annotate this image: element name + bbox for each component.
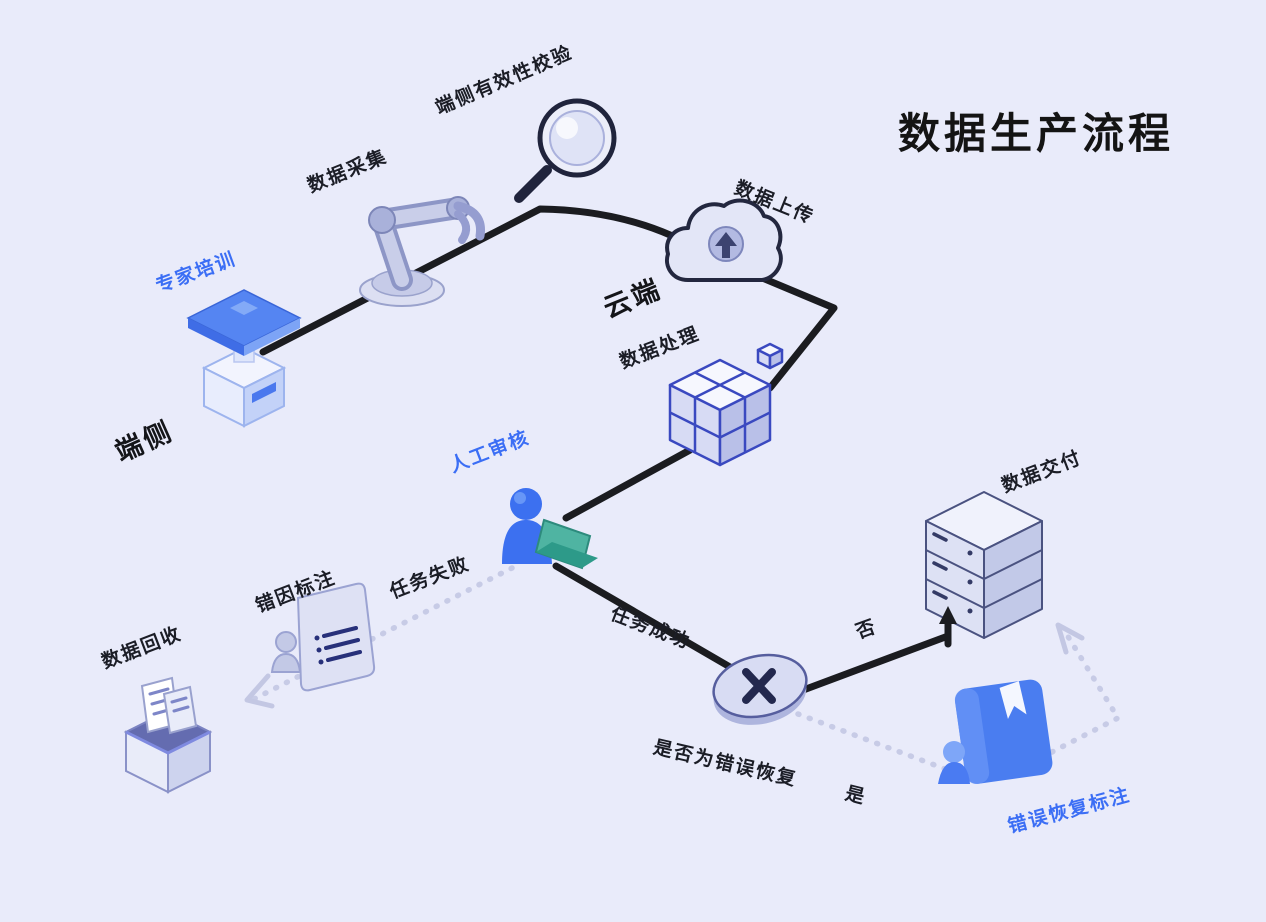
document-person-icon [270, 582, 376, 692]
cloud-upload-icon [665, 198, 783, 282]
cube-icon [668, 342, 784, 467]
dotted-arrowheads [244, 622, 1085, 709]
yes-line [795, 711, 951, 773]
arrowhead-to-recycle-box [244, 673, 275, 709]
recovery-to-delivery-line [1049, 627, 1121, 755]
server-icon [925, 491, 1043, 639]
book-person-icon [938, 679, 1053, 784]
dotted-flow-lines [249, 565, 1121, 773]
solid-arrowhead-to-server [939, 606, 957, 648]
page-title: 数据生产流程 [898, 110, 1175, 157]
arrowhead-to-server [1055, 622, 1085, 655]
reviewer-laptop-icon [502, 488, 598, 570]
podium-icon [186, 289, 302, 428]
robot-arm-icon [359, 196, 486, 307]
task-failed-line [249, 565, 515, 703]
recycle-box-icon [123, 676, 213, 794]
magnifier-icon [514, 98, 617, 203]
decision-x-icon [712, 653, 808, 725]
